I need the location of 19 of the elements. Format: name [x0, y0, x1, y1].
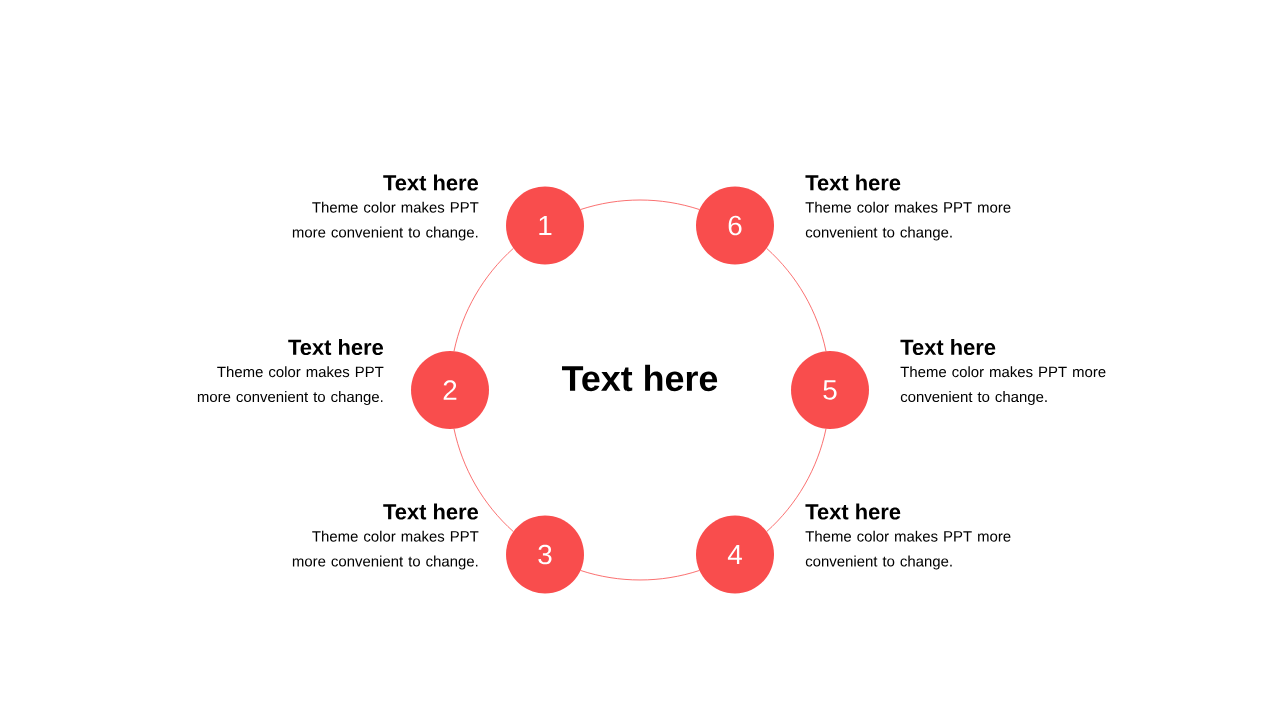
ring-arc [580, 570, 700, 581]
heading-text: Text here [288, 338, 384, 356]
body-text: Theme color makes PPT more convenient to change. [805, 201, 1011, 241]
heading-text: Text here [805, 503, 901, 520]
body-text: Theme color makes PPT more convenient to change. [805, 530, 1011, 570]
heading-text: Text here [383, 174, 479, 191]
center-title: Text here [562, 364, 718, 392]
heading-text: Text here [805, 174, 901, 191]
ring-arc [766, 428, 827, 533]
heading-text: Text here [383, 503, 479, 520]
ring-arc [453, 247, 514, 352]
body-text: Theme color makes PPT more convenient to change. [197, 366, 384, 405]
body-text: Theme color makes PPT more convenient to change. [292, 201, 479, 241]
body-text: Theme color makes PPT more convenient to change. [900, 366, 1106, 405]
ring-arc [580, 199, 700, 210]
ring-arc [766, 247, 827, 352]
body-text: Theme color makes PPT more convenient to change. [292, 530, 479, 570]
heading-text: Text here [900, 338, 996, 356]
ring-arc [453, 428, 514, 533]
